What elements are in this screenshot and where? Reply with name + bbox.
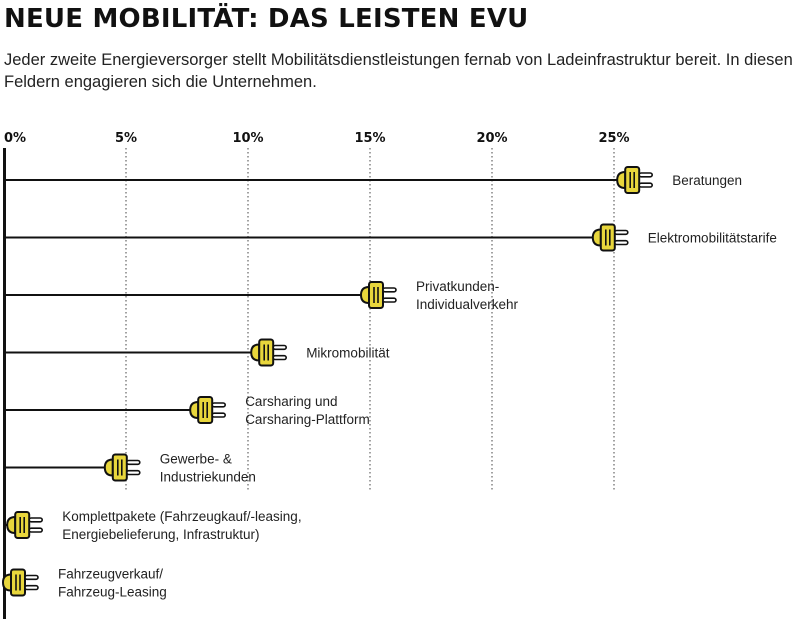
plug-body (624, 166, 641, 194)
x-tick-label: 15% (354, 131, 385, 146)
category-label: Energiebelieferung, Infrastruktur) (62, 527, 259, 542)
plug-cap (360, 286, 370, 304)
bar-row: Gewerbe- & Industriekunden (4, 452, 256, 485)
plug-cap (591, 228, 602, 247)
bar-row: Elektromobilitätstarife (4, 223, 777, 252)
plug-cap (2, 573, 12, 592)
plug-prong (24, 584, 39, 591)
category-label: Fahrzeugverkauf/ (58, 567, 163, 582)
plug-body (599, 223, 616, 252)
plug-prong (638, 182, 654, 188)
plug-body (368, 281, 384, 309)
category-label: Individualverkehr (416, 297, 519, 312)
category-label: Mikromobilität (306, 346, 390, 361)
category-label: Industriekunden (160, 470, 256, 485)
plug-prong (272, 344, 288, 351)
chart-subtitle: Jeder zweite Energieversorger stellt Mob… (4, 51, 793, 91)
plug-icon (6, 511, 44, 539)
category-label: Beratungen (672, 173, 742, 188)
plug-prong (613, 229, 629, 236)
plug-icon (2, 568, 39, 597)
plug-prong (211, 402, 226, 408)
category-label: Komplettpakete (Fahrzeugkauf/-leasing, (62, 509, 301, 524)
plug-prong (24, 574, 39, 581)
bar-row: Mikromobilität (4, 338, 390, 367)
plug-prong (211, 412, 226, 418)
plug-prong (272, 354, 288, 361)
category-label: Carsharing-Plattform (245, 412, 370, 427)
bar-row: Komplettpakete (Fahrzeugkauf/-leasing, En… (4, 509, 302, 542)
plug-body (111, 453, 128, 482)
plug-icon (103, 453, 141, 482)
category-label: Gewerbe- & (160, 452, 232, 467)
x-tick-label: 0% (4, 131, 26, 146)
plug-body (10, 568, 26, 597)
plug-prong (28, 527, 44, 533)
plug-cap (250, 343, 261, 362)
plug-prong (382, 287, 397, 293)
x-tick-label: 10% (232, 131, 263, 146)
plug-cap (103, 458, 114, 477)
x-tick-label: 5% (115, 131, 137, 146)
bar-row: Fahrzeugverkauf/Fahrzeug-Leasing (2, 567, 167, 600)
plug-cap (189, 401, 200, 419)
category-label: Fahrzeug-Leasing (58, 585, 167, 600)
x-tick-label: 20% (476, 131, 507, 146)
bar-row: Privatkunden- Individualverkehr (4, 279, 519, 312)
category-label: Privatkunden- (416, 279, 499, 294)
bar-row: Beratungen (4, 166, 742, 194)
plug-icon (616, 166, 654, 194)
plug-prong (126, 469, 141, 476)
plug-prong (28, 517, 44, 523)
plug-icon (250, 338, 288, 367)
plug-body (14, 511, 31, 539)
plug-cap (6, 516, 17, 534)
plug-prong (382, 297, 397, 303)
plug-cap (616, 171, 627, 189)
category-label: Carsharing und (245, 394, 337, 409)
plug-icon (189, 396, 226, 424)
plug-prong (126, 459, 141, 466)
plug-prong (638, 172, 654, 178)
plug-prong (613, 239, 629, 246)
plug-body (258, 338, 275, 367)
chart-title: NEUE MOBILITÄT: DAS LEISTEN EVU (4, 4, 529, 34)
x-tick-label: 25% (598, 131, 629, 146)
plug-icon (360, 281, 397, 309)
category-label: Elektromobilitätstarife (648, 231, 777, 246)
plug-icon (591, 223, 629, 252)
plug-body (197, 396, 214, 424)
